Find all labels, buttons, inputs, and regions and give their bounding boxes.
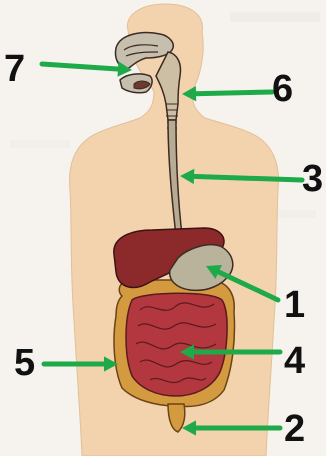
small-intestine: [126, 293, 227, 396]
label-6: 6: [272, 70, 293, 108]
label-5: 5: [14, 344, 35, 382]
label-1: 1: [284, 286, 305, 324]
label-3: 3: [302, 160, 323, 198]
label-7: 7: [4, 50, 25, 88]
label-4: 4: [284, 342, 305, 380]
label-2: 2: [284, 410, 305, 448]
